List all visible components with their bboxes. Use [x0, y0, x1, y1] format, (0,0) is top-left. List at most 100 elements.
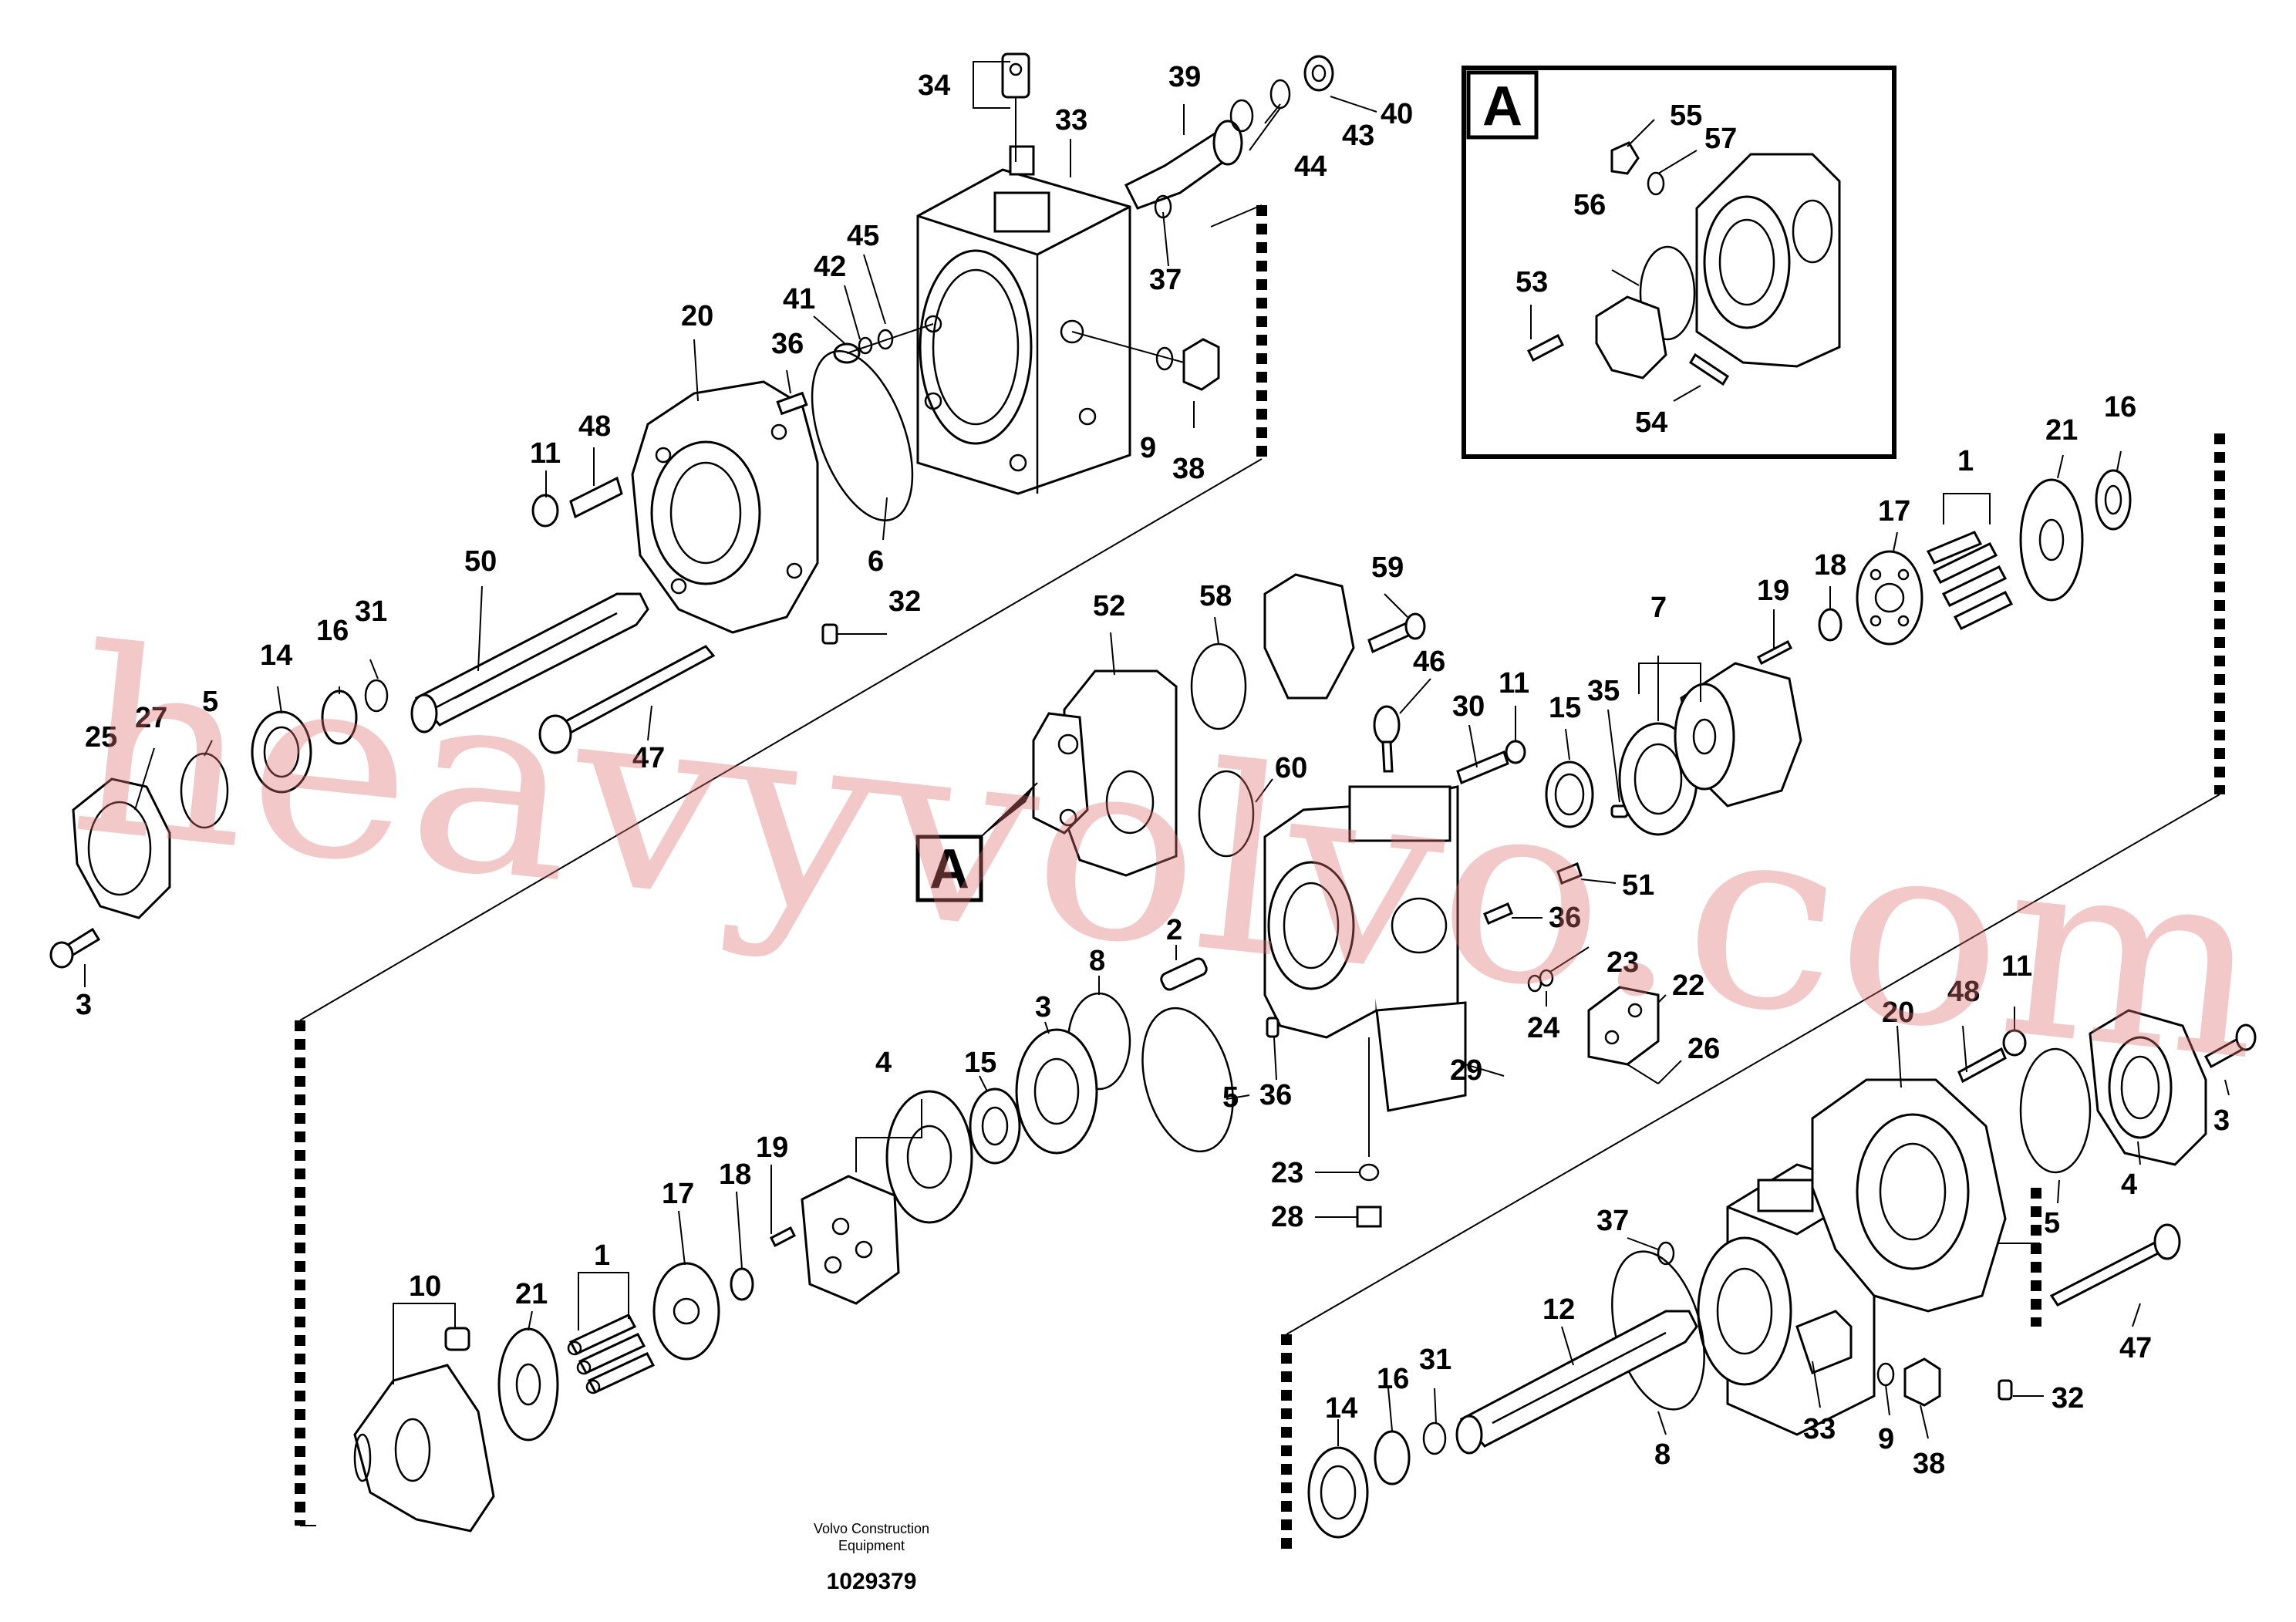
callout-44: 44 — [1294, 150, 1327, 183]
maker-line-1: Volvo Construction — [814, 1521, 929, 1536]
callout-7: 7 — [1650, 592, 1667, 624]
callout-38-bottom: 38 — [1913, 1448, 1945, 1480]
callout-21: 21 — [2045, 414, 2078, 447]
callout-9-bottom: 9 — [1878, 1423, 1894, 1455]
callout-31-bottom: 31 — [1419, 1344, 1451, 1376]
svg-text:A: A — [929, 838, 969, 900]
plug-38-bottom — [1903, 1357, 1941, 1407]
ring-9-bottom — [1876, 1362, 1895, 1387]
callout-4: 4 — [875, 1047, 892, 1079]
drive-shaft-bottom — [1455, 1310, 1698, 1455]
callout-20-bottom: 20 — [1882, 996, 1914, 1029]
callout-47-bottom: 47 — [2119, 1332, 2152, 1364]
callout-8-bottom: 8 — [1654, 1438, 1671, 1471]
callout-35: 35 — [1587, 675, 1620, 707]
callout-12: 12 — [1542, 1293, 1575, 1326]
long-bolt-top — [538, 645, 716, 754]
washer-23 — [1358, 1163, 1380, 1182]
end-cover-right — [2019, 1009, 2257, 1174]
callout-23: 23 — [1607, 946, 1639, 979]
nut-stud-bottom — [1957, 1029, 2027, 1084]
callout-leaders — [84, 61, 2230, 1446]
callout-41: 41 — [783, 283, 815, 315]
callout-5: 5 — [202, 686, 218, 718]
callout-24: 24 — [1527, 1012, 1559, 1044]
top-adjuster-assembly — [1124, 55, 1334, 219]
callout-28: 28 — [1271, 1201, 1303, 1233]
callout-10: 10 — [409, 1270, 441, 1303]
callout-19-bottom: 19 — [756, 1131, 788, 1164]
callout-5-center: 5 — [1222, 1081, 1239, 1114]
long-bolt-bottom — [2049, 1223, 2181, 1307]
callout-56: 56 — [1573, 189, 1606, 221]
top-sensor-valve — [1001, 52, 1030, 162]
maker-line-2: Equipment — [838, 1538, 905, 1553]
seal-bearing-bottom — [1307, 1421, 1447, 1539]
callout-1: 1 — [1957, 445, 1974, 477]
dowel-pin-bottom — [1998, 1379, 2013, 1401]
nut-stud-top — [531, 476, 623, 528]
callout-46: 46 — [1413, 646, 1445, 678]
callout-11-bottom: 11 — [2001, 950, 2032, 983]
callout-48: 48 — [578, 410, 611, 443]
drawing-number: 1029379 — [827, 1569, 917, 1594]
callout-52: 52 — [1093, 590, 1125, 622]
callout-57: 57 — [1704, 123, 1737, 155]
callout-40: 40 — [1381, 98, 1413, 130]
callout-37-bottom: 37 — [1596, 1205, 1629, 1237]
watermark-text: heavyvolvo.com — [60, 593, 2277, 1118]
callout-3-bottom: 3 — [2213, 1104, 2230, 1137]
callout-55: 55 — [1670, 99, 1702, 132]
callout-47: 47 — [632, 742, 665, 774]
callout-48-bottom: 48 — [1947, 976, 1980, 1008]
callout-numbers: 34 33 39 40 43 44 45 42 41 36 20 48 11 3… — [76, 61, 2230, 1480]
eye-bolt — [1373, 705, 1401, 773]
callout-4-bottom: 4 — [2121, 1168, 2137, 1201]
center-pump-housing — [1263, 785, 1467, 1112]
o-ring-top — [811, 350, 914, 521]
callout-38: 38 — [1172, 453, 1205, 485]
flange-cover-top — [631, 380, 819, 634]
callout-3: 3 — [76, 989, 92, 1021]
callout-17-bottom: 17 — [662, 1178, 694, 1210]
callout-30: 30 — [1452, 690, 1485, 723]
callout-6: 6 — [868, 545, 884, 578]
callout-31: 31 — [355, 595, 387, 628]
callout-58: 58 — [1199, 580, 1232, 612]
piston-group-bottom-left — [497, 1262, 754, 1442]
dowel-pin-top — [821, 623, 838, 645]
callout-59: 59 — [1371, 551, 1404, 584]
callout-36-lower: 36 — [1259, 1079, 1292, 1111]
callout-36-center: 36 — [1549, 902, 1581, 934]
pin-2 — [1160, 957, 1208, 991]
pistons-bottom-left — [567, 1313, 656, 1394]
callout-32-bottom: 32 — [2052, 1382, 2084, 1415]
gears-center — [885, 1028, 1098, 1224]
detail-a-box: A — [1462, 66, 1896, 459]
top-plug — [1071, 331, 1220, 391]
regulator-cover — [1190, 573, 1426, 858]
callout-53: 53 — [1515, 266, 1548, 298]
callout-16: 16 — [316, 615, 349, 647]
assembly-guide-lines — [295, 204, 2225, 1550]
callout-14: 14 — [260, 639, 292, 672]
callout-50: 50 — [464, 545, 497, 578]
o-ring-5-center — [1141, 1007, 1234, 1153]
callout-18-bottom: 18 — [719, 1158, 751, 1191]
callout-8: 8 — [1089, 945, 1105, 977]
center-fittings — [1483, 862, 1583, 925]
callout-20: 20 — [681, 300, 713, 332]
callout-32: 32 — [888, 585, 921, 618]
regulator-52 — [1032, 669, 1178, 877]
callout-51: 51 — [1622, 869, 1654, 902]
callout-15: 15 — [1549, 692, 1581, 724]
callout-1-bottom: 1 — [594, 1239, 610, 1272]
callout-16-bottom: 16 — [1377, 1363, 1409, 1395]
callout-22: 22 — [1672, 969, 1704, 1002]
callout-17: 17 — [1878, 495, 1910, 528]
swash-plate-10 — [353, 1327, 495, 1533]
callout-27: 27 — [135, 702, 167, 734]
drive-shaft-top — [410, 592, 649, 733]
cylinder-block-bottom — [769, 1175, 900, 1305]
